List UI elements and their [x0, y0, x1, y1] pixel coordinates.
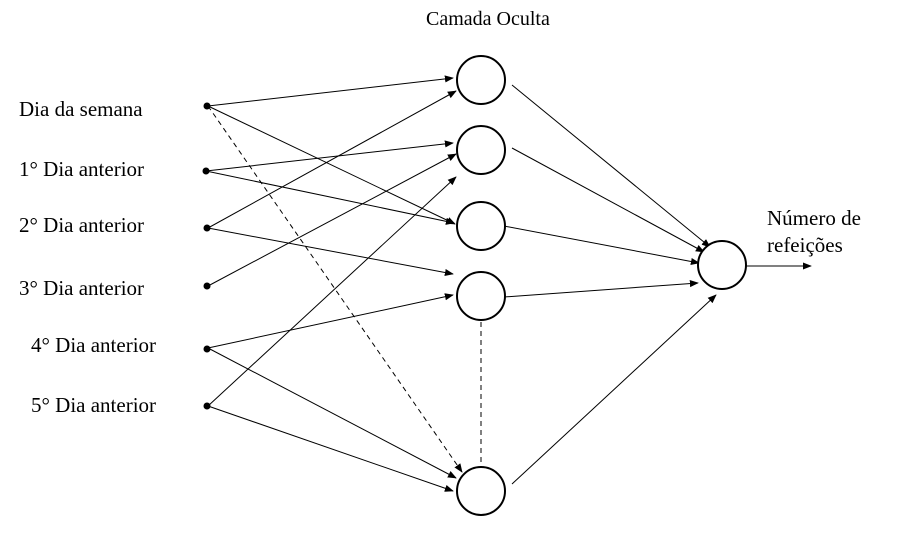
edge-h1-out — [511, 147, 705, 253]
edge-in4-h5 — [207, 347, 457, 479]
edge-h2-out — [503, 225, 700, 266]
hidden-node-5 — [456, 466, 506, 516]
edge-in5-h1 — [207, 176, 457, 407]
input-label-day-5: 5° Dia anterior — [31, 393, 157, 417]
input-dot-4 — [203, 345, 211, 353]
edge-h3-out — [503, 279, 699, 298]
input-label-weekday: Dia da semana — [19, 97, 143, 121]
edge-in5-h5 — [207, 405, 454, 492]
output-label: Número de refeições — [767, 205, 861, 259]
edge-h5-out — [511, 294, 717, 485]
edge-in2-h3 — [207, 227, 454, 277]
hidden-node-4 — [456, 271, 506, 321]
input-dot-5 — [203, 402, 211, 410]
input-dot-2 — [203, 224, 211, 232]
edge-in0-h5-dashed — [207, 105, 463, 473]
hidden-node-1 — [456, 55, 506, 105]
input-dot-1 — [202, 167, 210, 175]
input-dot-3 — [203, 282, 211, 290]
hidden-node-3 — [456, 201, 506, 251]
edge-in0-h0 — [207, 75, 454, 107]
edge-in4-h3 — [207, 293, 454, 349]
input-label-day-3: 3° Dia anterior — [19, 276, 145, 300]
input-label-day-2: 2° Dia anterior — [19, 213, 145, 237]
edge-in1-h2 — [205, 170, 455, 225]
input-label-day-4: 4° Dia anterior — [31, 333, 157, 357]
hidden-node-2 — [456, 125, 506, 175]
input-label-day-1: 1° Dia anterior — [19, 157, 145, 181]
input-dot-0 — [203, 102, 211, 110]
edge-in0-h2 — [207, 105, 456, 225]
output-node — [697, 240, 747, 290]
edge-in2-h0 — [207, 90, 457, 229]
output-label-line-1: Número de — [767, 206, 861, 230]
edge-in3-h1 — [207, 153, 457, 287]
hidden-layer-title: Camada Oculta — [426, 8, 550, 30]
output-label-line-2: refeições — [767, 233, 843, 257]
edge-h0-out — [511, 84, 711, 248]
edge-in1-h1 — [205, 140, 454, 172]
